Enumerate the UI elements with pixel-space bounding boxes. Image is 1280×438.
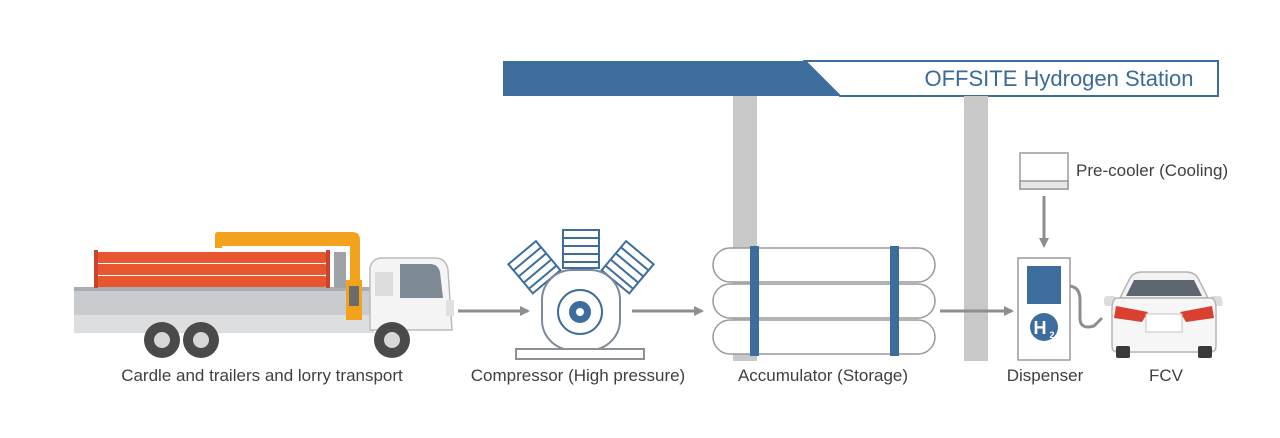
dispenser-label: Dispenser	[1006, 366, 1084, 385]
station-title: OFFSITE Hydrogen Station	[924, 66, 1194, 91]
accumulator-icon	[712, 246, 936, 356]
compressor-icon	[506, 229, 656, 360]
precooler-icon	[1019, 152, 1069, 190]
precooler-label: Pre-cooler (Cooling)	[1076, 161, 1229, 180]
accumulator-label: Accumulator (Storage)	[737, 366, 909, 385]
compressor-label: Compressor (High pressure)	[470, 366, 686, 385]
h2-badge: H	[1034, 318, 1047, 338]
dispenser-icon: H 2	[1017, 257, 1104, 361]
truck-icon	[74, 232, 454, 358]
h2-badge-subscript: 2	[1049, 330, 1054, 340]
truck-label: Cardle and trailers and lorry transport	[121, 366, 403, 385]
fcv-label: FCV	[1149, 366, 1183, 385]
canopy-pillar-right	[964, 96, 988, 361]
fcv-car-icon	[1104, 271, 1223, 358]
